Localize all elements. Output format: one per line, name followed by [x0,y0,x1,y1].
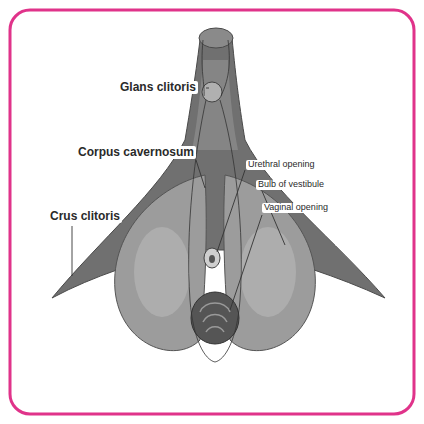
part-label: Vaginal opening [262,203,330,213]
leader-line [196,160,205,188]
bulb-highlight [134,227,190,317]
frame-border [10,10,414,414]
opening-folds [200,303,230,332]
part-label: Corpus cavernosum [76,146,196,159]
crura-body [52,38,385,298]
shaft-top [199,28,233,48]
outline-sketch [202,40,229,96]
leader-line [217,170,245,252]
leader-line [72,226,73,276]
outline-sketch [189,100,242,362]
glans [202,82,222,102]
leader-line [262,191,285,245]
part-label: Crus clitoris [48,210,122,223]
urethral-hole [209,255,215,263]
part-label: Bulb of vestibule [256,180,326,190]
part-label: Urethral opening [246,160,317,170]
leader-line [206,88,209,89]
part-label: Glans clitoris [118,81,198,94]
leader-line [230,215,262,310]
bulb-highlight [240,227,296,317]
leader-lines [72,88,285,310]
vaginal-opening [191,292,239,344]
